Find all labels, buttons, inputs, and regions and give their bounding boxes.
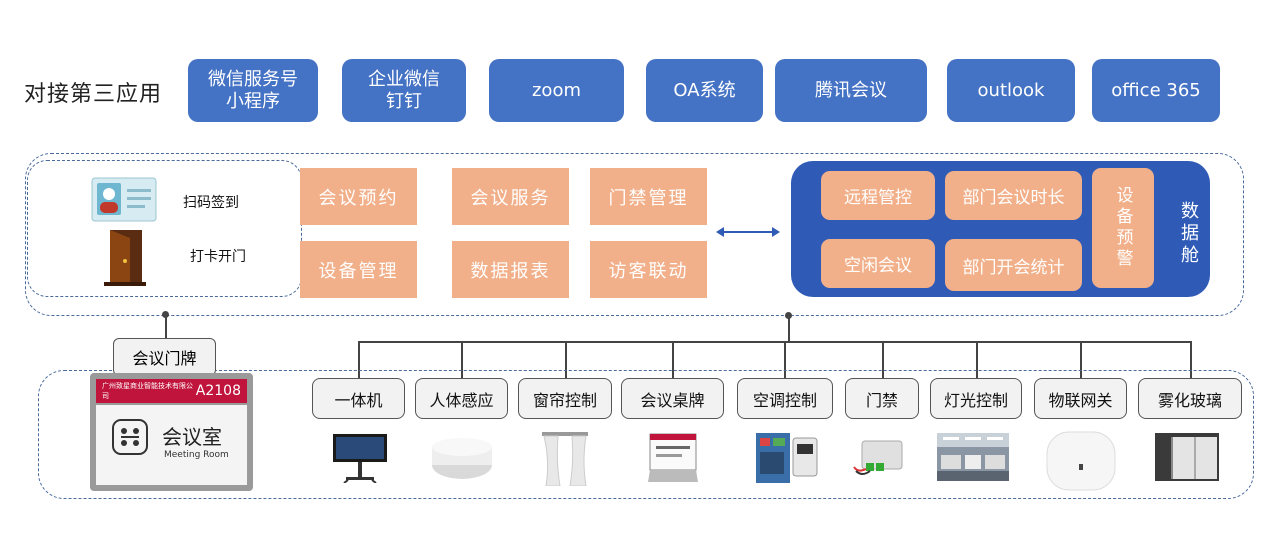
- curtain-icon: [542, 432, 588, 487]
- app-label: 腾讯会议: [815, 79, 887, 101]
- app-outlook-button[interactable]: outlook: [947, 59, 1075, 122]
- connector-line: [461, 341, 463, 378]
- app-zoom-button[interactable]: zoom: [489, 59, 624, 122]
- connector-dot: [785, 312, 792, 319]
- device-curtain-control[interactable]: 窗帘控制: [518, 378, 612, 419]
- ac-control-icon: [755, 432, 819, 484]
- connector-line: [1190, 341, 1192, 378]
- connector-line: [358, 341, 360, 378]
- feature-meeting-booking[interactable]: 会议预约: [300, 168, 417, 225]
- device-iot-gateway[interactable]: 物联网关: [1034, 378, 1127, 419]
- door-icon: [104, 228, 146, 286]
- app-wechat-button[interactable]: 微信服务号小程序: [188, 59, 318, 122]
- connector-line: [1080, 341, 1082, 378]
- app-wecom-button[interactable]: 企业微信钉钉: [342, 59, 466, 122]
- app-label: 钉钉: [386, 90, 422, 112]
- all-in-one-display-icon: [332, 433, 388, 484]
- card-open-label: 打卡开门: [190, 249, 246, 265]
- doorplate-label[interactable]: 会议门牌: [113, 338, 216, 376]
- dc-idle-meeting[interactable]: 空闲会议: [821, 239, 935, 288]
- feature-device-management[interactable]: 设备管理: [300, 241, 417, 298]
- connector-line: [784, 341, 786, 378]
- meeting-room-icon: [112, 419, 148, 455]
- app-label: 小程序: [226, 90, 280, 112]
- dc-remote-control[interactable]: 远程管控: [821, 171, 935, 220]
- feature-access-control[interactable]: 门禁管理: [590, 168, 707, 225]
- scan-signin-label: 扫码签到: [183, 195, 239, 211]
- device-ac-control[interactable]: 空调控制: [737, 378, 833, 419]
- device-light-control[interactable]: 灯光控制: [930, 378, 1022, 419]
- access-container: [27, 160, 302, 297]
- doorplate-company: 广州致星商业智能技术有限公司: [102, 382, 193, 400]
- office-lighting-icon: [937, 433, 1009, 481]
- bidirectional-arrow-icon: [716, 224, 780, 238]
- connector-line: [672, 341, 674, 378]
- connector-line: [788, 316, 790, 342]
- feature-data-report[interactable]: 数据报表: [452, 241, 569, 298]
- app-label: 微信服务号: [208, 68, 298, 90]
- connector-dot: [162, 311, 169, 318]
- app-label: zoom: [531, 79, 581, 101]
- connector-line: [882, 341, 884, 378]
- page-title: 对接第三应用: [24, 82, 163, 107]
- body-sensor-icon: [430, 437, 494, 481]
- dc-dept-meeting-stats[interactable]: 部门开会统计: [945, 239, 1082, 291]
- connector-line: [165, 316, 167, 338]
- id-card-icon: [91, 177, 157, 222]
- datacenter-label: 数据舱: [1178, 201, 1199, 267]
- dc-device-warning[interactable]: 设备预警: [1092, 168, 1154, 288]
- device-bus-line: [358, 341, 1192, 343]
- app-label: office 365: [1111, 79, 1201, 101]
- app-oa-button[interactable]: OA系统: [646, 59, 763, 122]
- app-label: outlook: [977, 79, 1045, 101]
- connector-line: [565, 341, 567, 378]
- feature-visitor-linkage[interactable]: 访客联动: [590, 241, 707, 298]
- device-container: [38, 370, 1254, 499]
- app-label: OA系统: [673, 79, 736, 101]
- platform-container: [25, 153, 1244, 316]
- doorplate-room-number: A2108: [195, 383, 241, 399]
- device-smart-glass[interactable]: 雾化玻璃: [1138, 378, 1242, 419]
- table-sign-icon: [648, 432, 698, 486]
- iot-gateway-icon: [1045, 430, 1117, 492]
- app-tencent-meeting-button[interactable]: 腾讯会议: [775, 59, 927, 122]
- device-all-in-one[interactable]: 一体机: [312, 378, 405, 419]
- smart-glass-icon: [1155, 433, 1219, 481]
- app-office365-button[interactable]: office 365: [1092, 59, 1220, 122]
- doorplate-room-cn: 会议室: [162, 425, 222, 449]
- app-label: 企业微信: [368, 68, 440, 90]
- access-controller-icon: [852, 437, 908, 479]
- device-body-sensor[interactable]: 人体感应: [415, 378, 508, 419]
- device-table-sign[interactable]: 会议桌牌: [621, 378, 724, 419]
- feature-meeting-service[interactable]: 会议服务: [452, 168, 569, 225]
- dc-dept-meeting-duration[interactable]: 部门会议时长: [945, 171, 1082, 220]
- doorplate-room-en: Meeting Room: [164, 450, 229, 460]
- device-access[interactable]: 门禁: [845, 378, 919, 419]
- connector-line: [976, 341, 978, 378]
- doorplate-device: 广州致星商业智能技术有限公司 A2108 会议室 Meeting Room: [90, 373, 253, 491]
